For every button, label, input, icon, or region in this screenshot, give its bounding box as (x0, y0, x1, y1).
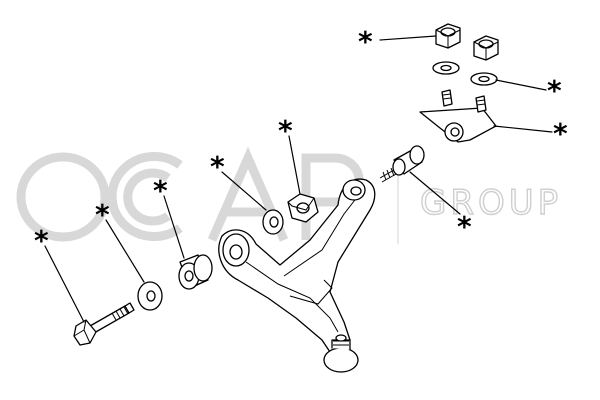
callout-bolt: * (34, 224, 49, 257)
callout-front-bushing: * (153, 174, 168, 207)
bolt (73, 302, 135, 346)
top-nut-right (473, 35, 499, 61)
washer-bolt (137, 281, 163, 311)
nut-middle (287, 193, 319, 223)
callout-rear-bushing: * (457, 210, 472, 243)
watermark-group-text: GROUP (420, 183, 562, 223)
callout-washer-bolt: * (95, 198, 110, 231)
front-bushing (178, 254, 213, 290)
control-arm (218, 178, 376, 373)
top-washer-right (470, 72, 498, 86)
callout-top-nut: * (358, 25, 373, 58)
callout-bracket: * (553, 117, 568, 150)
mounting-bracket (419, 89, 497, 143)
leader-lines (44, 35, 553, 323)
washer-middle (262, 209, 284, 235)
top-nut-left (435, 23, 461, 49)
top-washer-left (432, 61, 460, 75)
callout-top-washer: * (547, 74, 562, 107)
callout-nut-middle: * (278, 114, 293, 147)
rear-bushing-stud (379, 145, 425, 183)
callout-washer-middle: * (210, 150, 225, 183)
